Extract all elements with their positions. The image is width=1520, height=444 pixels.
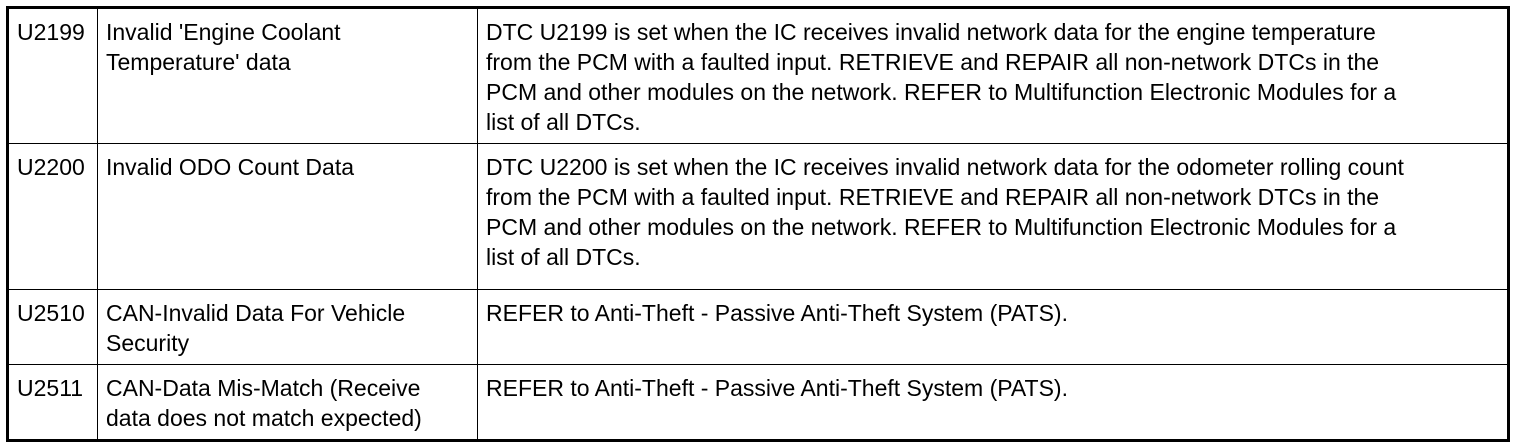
dtc-code-cell: U2200 bbox=[7, 143, 98, 290]
dtc-code-cell: U2199 bbox=[7, 7, 98, 144]
dtc-code-cell: U2510 bbox=[7, 289, 98, 365]
dtc-description-cell: CAN-Invalid Data For Vehicle Security bbox=[97, 289, 478, 365]
table-row: U2511 CAN-Data Mis-Match (Receive data d… bbox=[7, 364, 1509, 441]
dtc-action-line: REFER to Anti-Theft - Passive Anti-Theft… bbox=[486, 375, 1068, 401]
dtc-code: U2510 bbox=[17, 300, 85, 326]
dtc-action-cell: DTC U2199 is set when the IC receives in… bbox=[477, 7, 1509, 144]
dtc-description-line: Security bbox=[106, 330, 190, 356]
dtc-code: U2199 bbox=[17, 19, 85, 45]
dtc-action-line: DTC U2200 is set when the IC receives in… bbox=[486, 154, 1404, 180]
dtc-description-line: CAN-Data Mis-Match (Receive bbox=[106, 375, 421, 401]
dtc-code: U2511 bbox=[17, 375, 84, 401]
dtc-action-cell: REFER to Anti-Theft - Passive Anti-Theft… bbox=[477, 364, 1509, 441]
dtc-code: U2200 bbox=[17, 154, 85, 180]
table-row: U2200 Invalid ODO Count Data DTC U2200 i… bbox=[7, 143, 1509, 290]
dtc-description-cell: Invalid ODO Count Data bbox=[97, 143, 478, 290]
dtc-action-line: DTC U2199 is set when the IC receives in… bbox=[486, 19, 1376, 45]
dtc-action-line: from the PCM with a faulted input. RETRI… bbox=[486, 184, 1380, 210]
dtc-description-line: Invalid ODO Count Data bbox=[106, 154, 355, 180]
dtc-description-line: Invalid 'Engine Coolant bbox=[106, 19, 341, 45]
dtc-description-cell: CAN-Data Mis-Match (Receive data does no… bbox=[97, 364, 478, 441]
dtc-action-line: list of all DTCs. bbox=[486, 109, 641, 135]
table-row: U2510 CAN-Invalid Data For Vehicle Secur… bbox=[7, 289, 1509, 365]
dtc-code-cell: U2511 bbox=[7, 364, 98, 441]
dtc-action-line: PCM and other modules on the network. RE… bbox=[486, 214, 1397, 240]
dtc-action-cell: DTC U2200 is set when the IC receives in… bbox=[477, 143, 1509, 290]
dtc-description-cell: Invalid 'Engine Coolant Temperature' dat… bbox=[97, 7, 478, 144]
dtc-table: U2199 Invalid 'Engine Coolant Temperatur… bbox=[6, 6, 1510, 442]
dtc-description-line: Temperature' data bbox=[106, 49, 291, 75]
dtc-action-line: REFER to Anti-Theft - Passive Anti-Theft… bbox=[486, 300, 1068, 326]
dtc-action-line: from the PCM with a faulted input. RETRI… bbox=[486, 49, 1380, 75]
dtc-action-cell: REFER to Anti-Theft - Passive Anti-Theft… bbox=[477, 289, 1509, 365]
dtc-description-line: CAN-Invalid Data For Vehicle bbox=[106, 300, 406, 326]
dtc-description-line: data does not match expected) bbox=[106, 405, 422, 431]
dtc-action-line: list of all DTCs. bbox=[486, 244, 641, 270]
table-row: U2199 Invalid 'Engine Coolant Temperatur… bbox=[7, 7, 1509, 144]
dtc-action-line: PCM and other modules on the network. RE… bbox=[486, 79, 1397, 105]
